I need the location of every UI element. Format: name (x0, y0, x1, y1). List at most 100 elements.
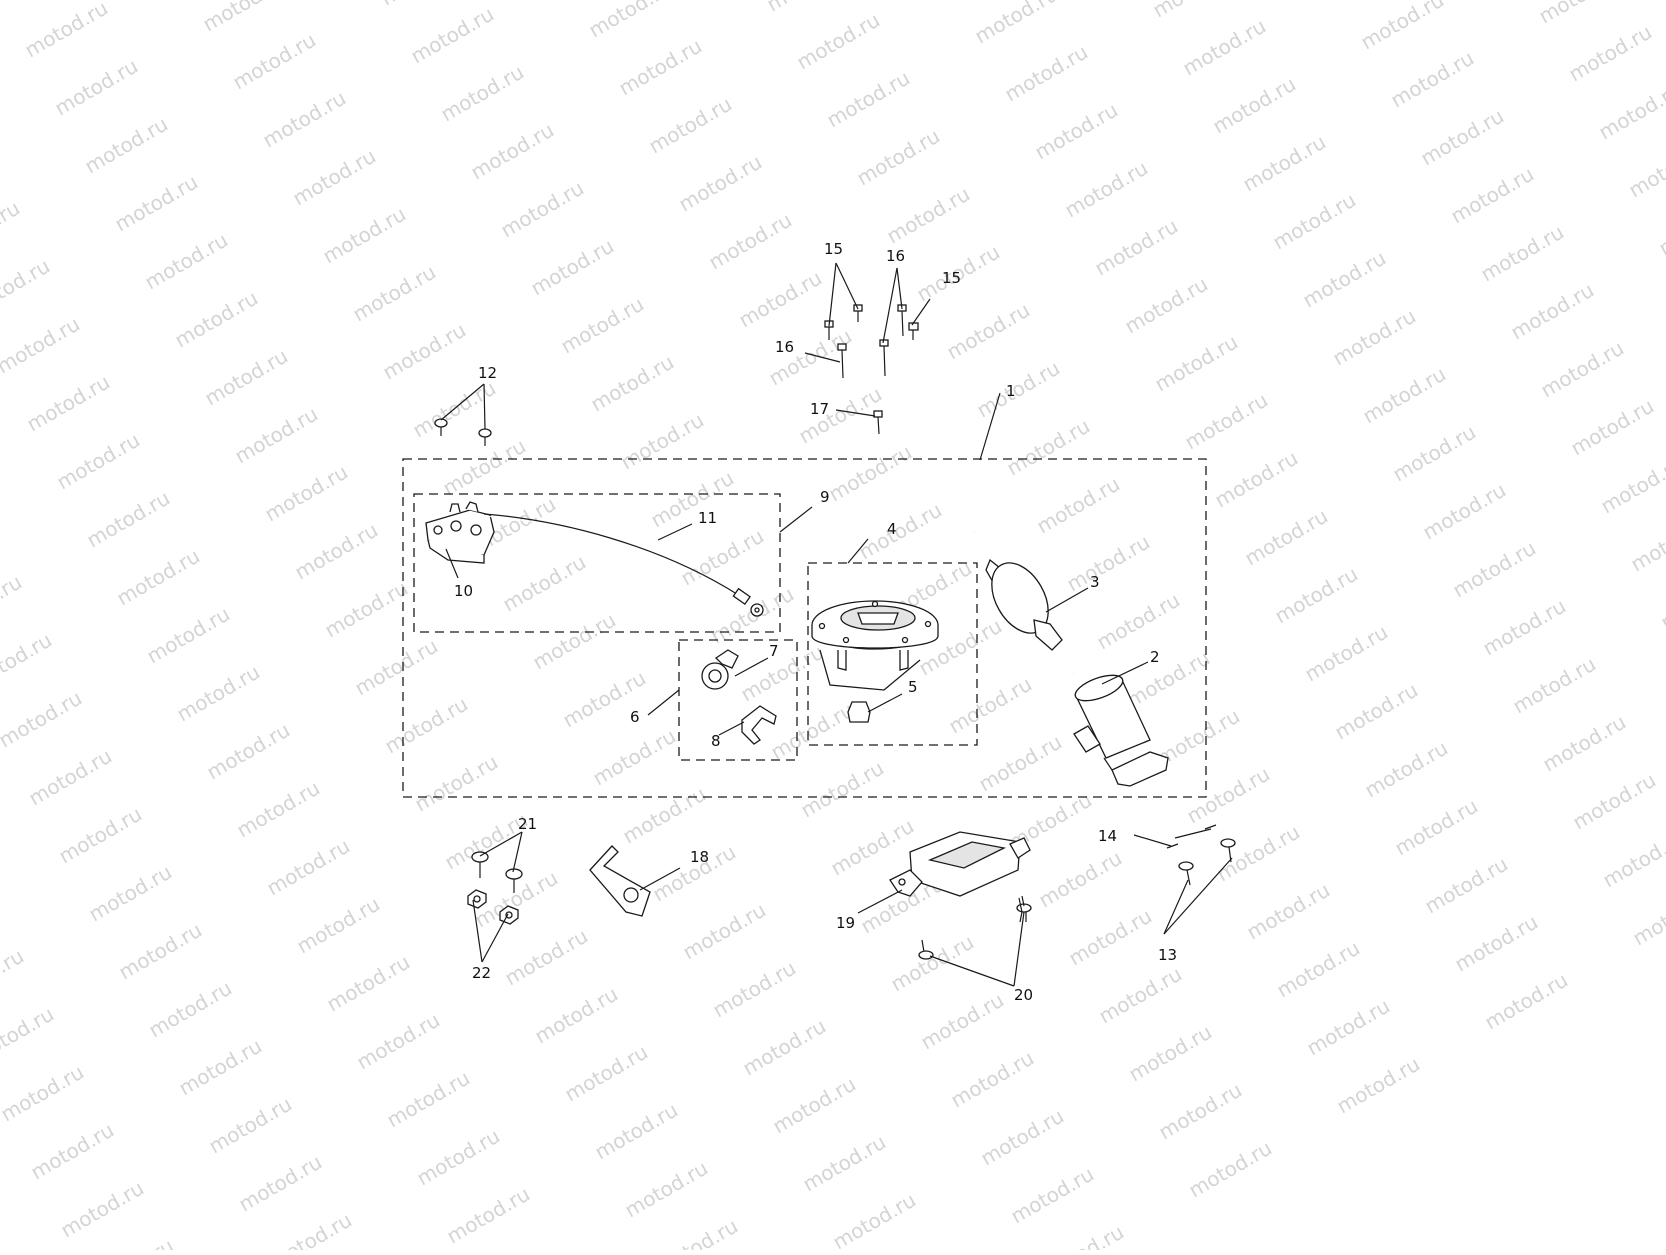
watermark-text: motod.ru (1535, 0, 1626, 28)
watermark-text: motod.ru (379, 318, 470, 385)
watermark-text: motod.ru (1091, 214, 1182, 281)
callout-13: 13 (1158, 946, 1177, 964)
watermark-text: motod.ru (1123, 646, 1214, 713)
watermark-text: motod.ru (413, 1124, 504, 1191)
watermark-text: motod.ru (1181, 388, 1272, 455)
watermark-text: motod.ru (587, 350, 678, 417)
watermark-text: motod.ru (143, 602, 234, 669)
watermark-text: motod.ru (1241, 504, 1332, 571)
watermark-text: motod.ru (735, 266, 826, 333)
watermark-text: motod.ru (0, 570, 26, 637)
watermark-text: motod.ru (1211, 446, 1302, 513)
watermark-text: motod.ru (1449, 536, 1540, 603)
watermark-text: motod.ru (1121, 272, 1212, 339)
callout-16-left: 16 (775, 338, 794, 356)
watermark-text: motod.ru (51, 54, 142, 121)
watermark-text: motod.ru (1213, 820, 1304, 887)
pin-14-top (1205, 825, 1216, 829)
callout-11: 11 (698, 509, 717, 527)
watermark-text: motod.ru (319, 202, 410, 269)
watermark-text: motod.ru (1627, 510, 1666, 577)
watermark-text: motod.ru (883, 182, 974, 249)
watermark-text: motod.ru (1509, 652, 1600, 719)
callout-18: 18 (690, 848, 709, 866)
callout-1: 1 (1006, 382, 1016, 400)
watermark-text: motod.ru (85, 860, 176, 927)
watermark-text: motod.ru (527, 234, 618, 301)
watermark-text: motod.ru (1507, 278, 1598, 345)
bolt-15-mid (854, 305, 862, 322)
watermark-text: motod.ru (585, 0, 676, 42)
watermark-text: motod.ru (467, 118, 558, 185)
watermark-text: motod.ru (443, 1182, 534, 1249)
watermark-text: motod.ru (823, 66, 914, 133)
watermark-text: motod.ru (265, 1208, 356, 1250)
watermark-text: motod.ru (497, 176, 588, 243)
watermark-text: motod.ru (561, 1040, 652, 1107)
watermark-text: motod.ru (615, 34, 706, 101)
watermark-text: motod.ru (1149, 0, 1240, 22)
callout-3: 3 (1090, 573, 1100, 591)
watermark-text: motod.ru (1007, 1162, 1098, 1229)
watermark-text: motod.ru (141, 228, 232, 295)
watermark-text: motod.ru (1273, 936, 1364, 1003)
watermark-text: motod.ru (709, 956, 800, 1023)
watermark-text: motod.ru (291, 518, 382, 585)
callout-19: 19 (836, 914, 855, 932)
watermark-text: motod.ru (83, 486, 174, 553)
watermark-text: motod.ru (437, 60, 528, 127)
lock-bracket-part (426, 502, 494, 563)
watermark-text: motod.ru (1243, 878, 1334, 945)
watermark-text: motod.ru (707, 582, 798, 649)
watermark-text: motod.ru (1155, 1078, 1246, 1145)
watermark-text: motod.ru (1419, 478, 1510, 545)
bolt-16-right-top (898, 305, 906, 336)
watermark-text: motod.ru (377, 0, 468, 10)
callout-21: 21 (518, 815, 537, 833)
watermark-text: motod.ru (1657, 568, 1666, 635)
watermark-text: motod.ru (1183, 762, 1274, 829)
watermark-text: motod.ru (0, 196, 24, 263)
callout-15-left: 15 (824, 240, 843, 258)
watermark-text: motod.ru (619, 782, 710, 849)
watermark-text: motod.ru (557, 292, 648, 359)
callout-5: 5 (908, 678, 918, 696)
watermark-text: motod.ru (617, 408, 708, 475)
watermark-text: motod.ru (1065, 904, 1156, 971)
watermark-text: motod.ru (1595, 78, 1666, 145)
watermark-text: motod.ru (381, 692, 472, 759)
watermark-text: motod.ru (259, 86, 350, 153)
watermark-text: motod.ru (173, 660, 264, 727)
watermark-text: motod.ru (679, 898, 770, 965)
watermark-text: motod.ru (1391, 794, 1482, 861)
callout-22: 22 (472, 964, 491, 982)
watermark-text: motod.ru (793, 8, 884, 75)
watermark-text: motod.ru (677, 524, 768, 591)
watermark-text: motod.ru (1599, 826, 1666, 893)
watermark-text: motod.ru (1185, 1136, 1276, 1203)
watermark-text: motod.ru (1033, 472, 1124, 539)
bolt-16-right (880, 340, 888, 376)
watermark-text: motod.ru (439, 434, 530, 501)
watermark-text: motod.ru (0, 1002, 58, 1069)
watermark-text: motod.ru (289, 144, 380, 211)
watermark-text: motod.ru (27, 1118, 118, 1185)
watermark-text: motod.ru (1003, 414, 1094, 481)
watermark-text: motod.ru (1093, 588, 1184, 655)
screw-12-right (479, 429, 491, 446)
watermark-text: motod.ru (705, 208, 796, 275)
watermark-text: motod.ru (349, 260, 440, 327)
watermark-text: motod.ru (293, 892, 384, 959)
plate-bracket-part (590, 846, 650, 916)
watermark-text: motod.ru (1031, 98, 1122, 165)
watermark-text: motod.ru (0, 686, 86, 753)
watermark-text: motod.ru (1569, 768, 1660, 835)
watermark-text: motod.ru (145, 976, 236, 1043)
watermark-text: motod.ru (1629, 884, 1666, 951)
watermark-text: motod.ru (1329, 304, 1420, 371)
watermark-text: motod.ru (767, 698, 858, 765)
watermark-text: motod.ru (1597, 452, 1666, 519)
watermark-text: motod.ru (499, 550, 590, 617)
watermark-text: motod.ru (1301, 620, 1392, 687)
watermark-text: motod.ru (737, 640, 828, 707)
